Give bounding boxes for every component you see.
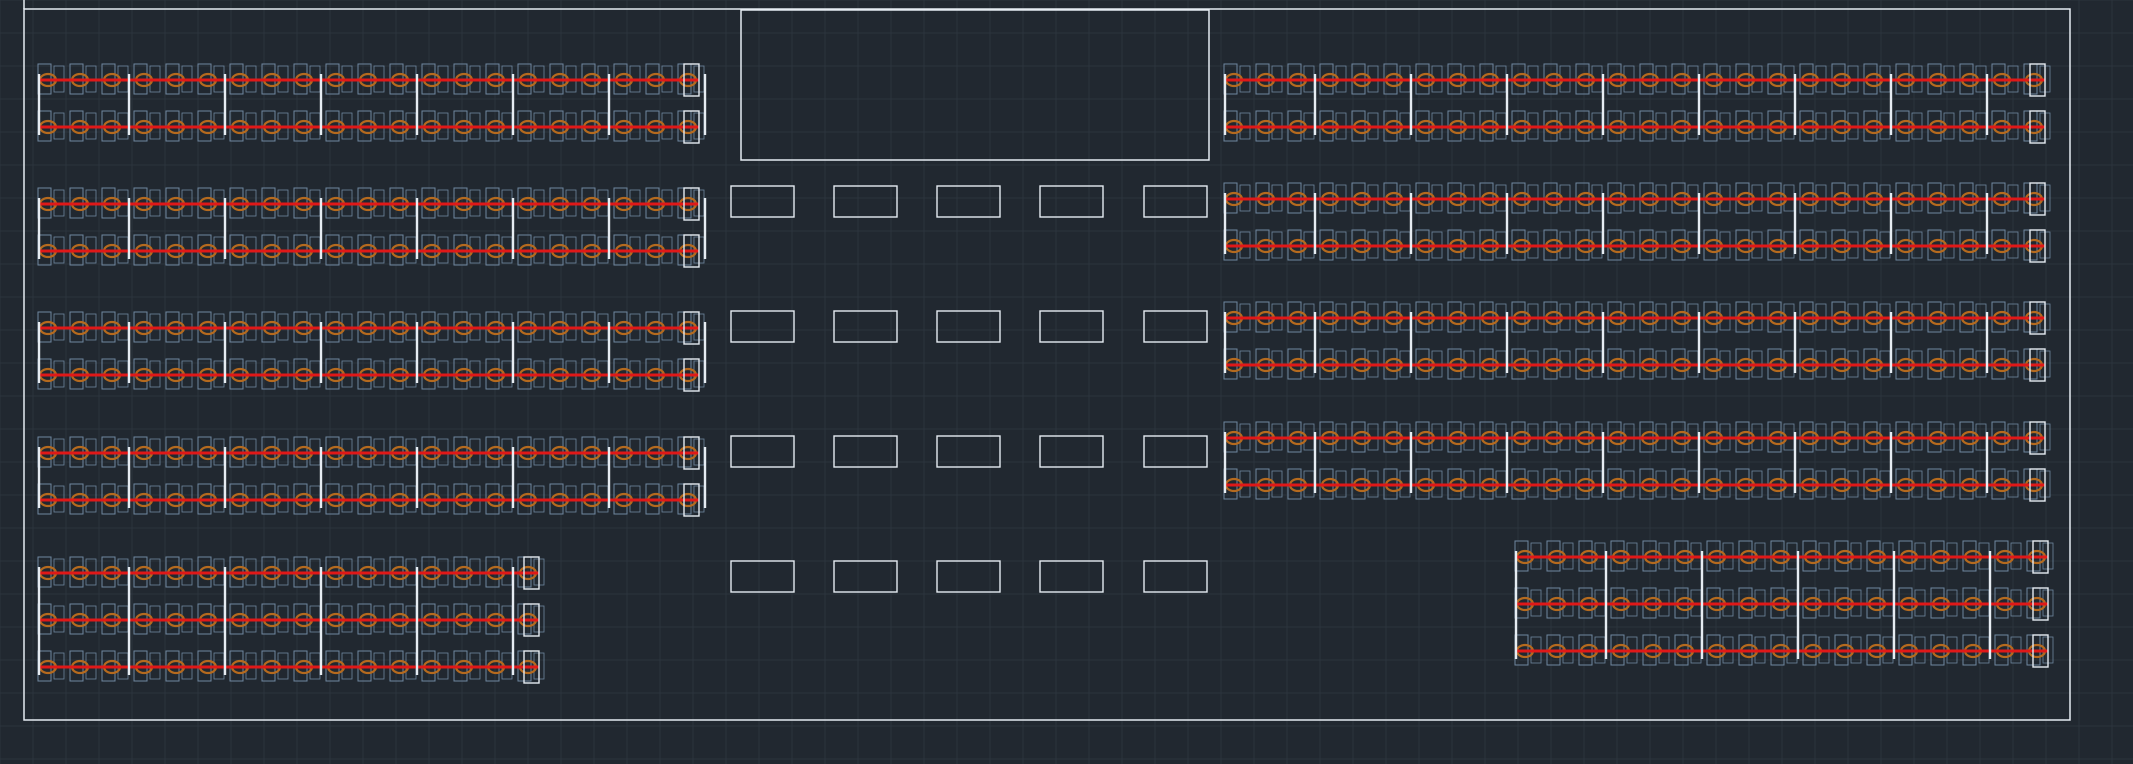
junction-box <box>2029 348 2046 382</box>
junction-box <box>2029 301 2046 335</box>
right-block-2 <box>1223 182 2051 263</box>
center-table <box>730 435 795 468</box>
stage-area <box>740 9 1210 161</box>
junction-box <box>2032 540 2049 574</box>
center-table <box>1143 310 1208 343</box>
center-table <box>1039 310 1104 343</box>
junction-box <box>523 556 540 590</box>
left-block-3 <box>37 311 707 392</box>
junction-box <box>2029 110 2046 144</box>
left-block-1 <box>37 63 707 144</box>
center-table <box>1143 560 1208 593</box>
center-table-grid <box>730 185 1208 593</box>
center-table <box>1039 185 1104 218</box>
center-table <box>936 185 1001 218</box>
center-table <box>1143 435 1208 468</box>
junction-box <box>2032 587 2049 621</box>
seating-layout <box>37 63 2054 684</box>
junction-box <box>2032 634 2049 668</box>
center-table <box>730 310 795 343</box>
right-block-4 <box>1223 421 2051 502</box>
center-table <box>936 435 1001 468</box>
junction-box <box>2029 229 2046 263</box>
right-block-5 <box>1514 540 2054 668</box>
junction-box <box>683 110 700 144</box>
center-table <box>936 560 1001 593</box>
center-table <box>833 310 898 343</box>
junction-box <box>683 187 700 221</box>
junction-box <box>2029 468 2046 502</box>
junction-box <box>683 483 700 517</box>
center-table <box>1039 435 1104 468</box>
left-block-4 <box>37 436 707 517</box>
center-table <box>1039 560 1104 593</box>
room-boundary <box>23 8 2071 721</box>
junction-box <box>683 311 700 345</box>
junction-box <box>683 234 700 268</box>
junction-box <box>683 63 700 97</box>
junction-box <box>683 358 700 392</box>
center-table <box>730 185 795 218</box>
center-table <box>833 560 898 593</box>
junction-box <box>523 603 540 637</box>
right-block-3 <box>1223 301 2051 382</box>
junction-box <box>2029 63 2046 97</box>
center-table <box>936 310 1001 343</box>
left-block-2 <box>37 187 707 268</box>
center-table <box>730 560 795 593</box>
junction-box <box>523 650 540 684</box>
center-table <box>833 435 898 468</box>
junction-box <box>683 436 700 470</box>
right-block-1 <box>1223 63 2051 144</box>
center-table <box>833 185 898 218</box>
junction-box <box>2029 421 2046 455</box>
left-block-5 <box>37 556 545 684</box>
junction-box <box>2029 182 2046 216</box>
center-table <box>1143 185 1208 218</box>
